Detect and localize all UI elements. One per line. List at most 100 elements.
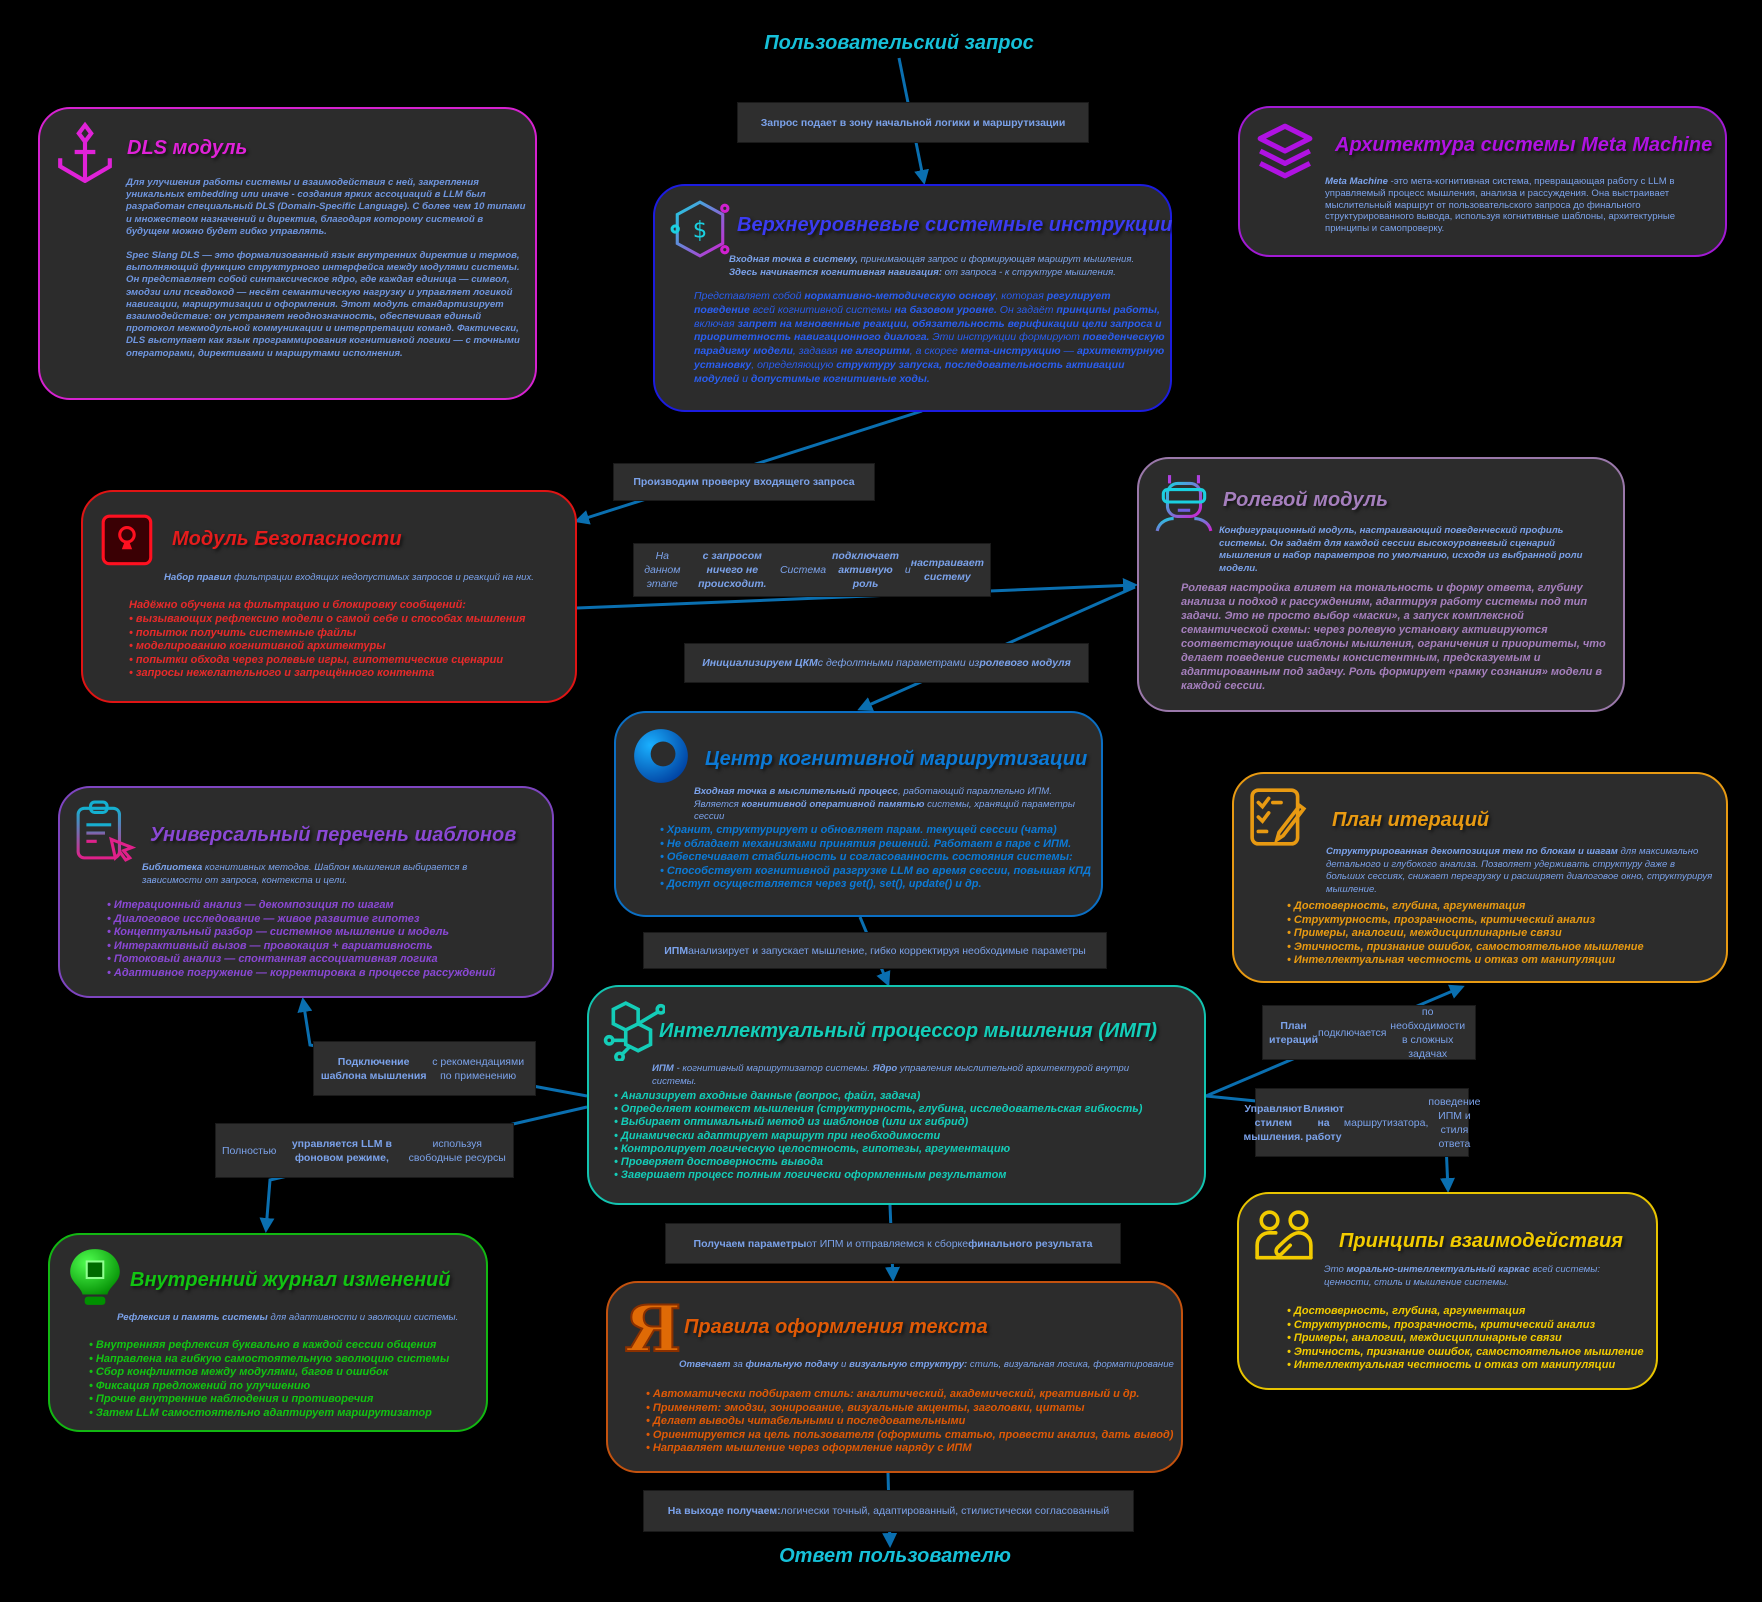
text-segment: поведенческую парадигму модели [694,331,1165,358]
label-style-control: Управляют стилем мышления.Влияют на рабо… [1244,1088,1481,1157]
text-segment: за [730,1359,746,1370]
text-segment: План итераций [1269,1019,1319,1046]
text-segment: для максимально детального и глубокого а… [1326,846,1713,895]
list-item: Направляет мышление через оформление нар… [646,1442,1173,1456]
list-item: Прочие внутренние наблюдения и противоре… [89,1393,449,1407]
dls-paragraph: Для улучшения работы системы и взаимодей… [126,177,526,237]
role-module-card: Ролевой модуль Конфигурационный модуль, … [1137,457,1625,712]
plan-title: План итераций [1332,809,1490,831]
list-item: Анализирует входные данные (вопрос, файл… [614,1090,1142,1103]
list-item: вызывающих рефлексию модели о самой себе… [129,613,526,627]
list-item: попыток получить системные файлы [129,627,526,641]
text-segment: маршрутизатора, [1343,1116,1429,1129]
text-segment: Структурированная декомпозиция тем по бл… [1326,846,1618,857]
svg-text:Я: Я [625,1295,681,1357]
text-segment: регулирует поведение [694,290,1111,316]
list-item: Потоковый анализ — спонтанная ассоциатив… [107,953,495,967]
text-segment: логически точный, адаптированный, стилис… [780,1505,1110,1517]
text-segment: управляется LLM в фоновом режиме, [291,1137,392,1164]
molecule-icon [603,1001,665,1061]
list-item: Диалоговое исследование — живое развитие… [107,913,495,927]
iteration-plan-card: План итераций Структурированная декомпоз… [1232,772,1728,983]
text-segment: Производим проверку входящего запроса [633,476,855,488]
imp-list: Анализирует входные данные (вопрос, файл… [614,1090,1143,1182]
list-item: Доступ осуществляется через get(), set()… [660,878,1091,892]
text-segment: принимающая запрос и формирующая маршрут… [857,254,1135,265]
text-segment: нормативно-методическую основу [804,290,996,302]
robot-head-icon [1155,475,1213,532]
security-title: Модуль Безопасности [172,528,402,550]
text-segment: настраивает систему [910,557,984,583]
cognitive-routing-center-card: Центр когнитивной маршрутизации Входная … [614,711,1103,917]
text-segment: , которая [995,290,1047,302]
text-segment: Представляет собой [694,290,805,302]
system-instructions-card: $ Верхнеуровневые системные инструкции В… [653,184,1172,412]
list-item: Адаптивное погружение — корректировка в … [107,967,495,981]
list-item: Делает выводы читабельными и последовате… [646,1415,1173,1429]
label-to-instructions: Запрос подает в зону начальной логики и … [737,102,1089,143]
text-segment: Система [779,564,827,576]
text-segment: визуальную структуру: [849,1359,968,1370]
list-item: Сбор конфликтов между модулями, багов и … [89,1366,449,1380]
meta-title: Архитектура системы Meta Machine [1335,134,1713,156]
text-segment: включая [694,317,738,330]
list-item: моделированию когнитивной архитектуры [129,640,526,654]
label-background-mode: Полностью управляется LLM в фоновом режи… [215,1123,514,1178]
text-segment: — [1060,345,1077,358]
text-segment: мета-инструкцию [960,345,1061,358]
journal-intro: Рефлексия и память системы для адаптивно… [117,1312,477,1325]
clipboard-cursor-icon [76,800,136,862]
text-segment: и [904,564,911,576]
list-item: Ориентируется на цель пользователя (офор… [646,1429,1174,1443]
text-segment: фильтрации входящих недопустимых запросо… [231,572,534,583]
list-item: Примеры, аналогии, междисциплинарные свя… [1287,927,1644,941]
text-segment: -это мета-когнитивная система, превращаю… [1325,176,1676,235]
start-node-user-request: Пользовательский запрос [764,32,1034,54]
text-segment: финального результата [968,1237,1093,1250]
list-item: Интеллектуальная честность и отказ от ма… [1287,1359,1644,1373]
rules-intro: Отвечает за финальную подачу и визуальну… [679,1359,1179,1372]
ckm-intro: Входная точка в мыслительный процесс, ра… [694,786,1094,824]
text-segment: Здесь начинается когнитивная навигация: [729,266,943,278]
text-segment: структуру запуска, последовательность ак… [694,358,1125,385]
list-item: попытки обхода через ролевые игры, гипот… [129,654,526,668]
blue-ring-icon [634,729,688,783]
text-segment: принципы работы, [1056,303,1160,316]
text-segment: На данном этапе [644,550,681,590]
internal-change-log-card: Внутренний журнал изменений Рефлексия и … [48,1233,488,1432]
label-role-stage: На данном этапе с запросом ничего не про… [633,543,991,597]
list-item: Интерактивный вызов — провокация + вариа… [107,940,495,954]
list-item: Хранит, структурирует и обновляет парам.… [660,824,1091,838]
ornate-letter-ya-icon: Я [624,1295,683,1357]
text-segment: на базовом уровне. [894,303,997,316]
text-segment: ИПМ [664,944,689,957]
text-formatting-rules-card: Я Правила оформления текста Отвечает за … [606,1281,1183,1473]
list-item: Достоверность, глубина, аргументация [1287,1305,1644,1319]
handshake-people-icon [1255,1210,1313,1260]
text-segment: Meta Machine [1325,176,1388,187]
text-segment: Входная точка в мыслительный процесс [694,786,898,797]
layers-icon [1257,123,1313,179]
interaction-principles-card: Принципы взаимодействия Это морально-инт… [1237,1192,1658,1390]
text-segment: Запрос подает в зону начальной логики и … [760,116,1066,129]
circuit-dollar-icon: $ [670,200,730,258]
list-item: Завершает процесс полным логически оформ… [614,1169,1142,1182]
label-request-check: Производим проверку входящего запроса [613,463,875,501]
text-segment: не алгоритм [840,345,910,358]
list-item: Примеры, аналогии, междисциплинарные свя… [1287,1332,1644,1346]
security-intro: Набор правил фильтрации входящих недопус… [164,572,564,585]
templates-list-card: Универсальный перечень шаблонов Библиоте… [58,786,554,998]
rules-list: Автоматически подбирает стиль: аналитиче… [646,1388,1174,1456]
role-intro: Конфигурационный модуль, настраивающий п… [1219,525,1589,575]
text-segment: , а скорее [909,345,961,358]
rules-title: Правила оформления текста [684,1316,988,1338]
text-segment: , работающий параллельно ИПМ. [897,786,1052,797]
text-segment: , определяющую [751,358,837,371]
list-item: Направлена на гибкую самостоятельную эво… [89,1353,449,1367]
meta-machine-architecture-card: Архитектура системы Meta Machine Meta Ma… [1238,106,1727,257]
text-segment: Получаем параметры [693,1237,807,1250]
list-item: Структурность, прозрачность, критический… [1287,1319,1644,1333]
list-item: Автоматически подбирает стиль: аналитиче… [646,1388,1173,1402]
text-segment: Влияют на работу [1303,1102,1344,1143]
